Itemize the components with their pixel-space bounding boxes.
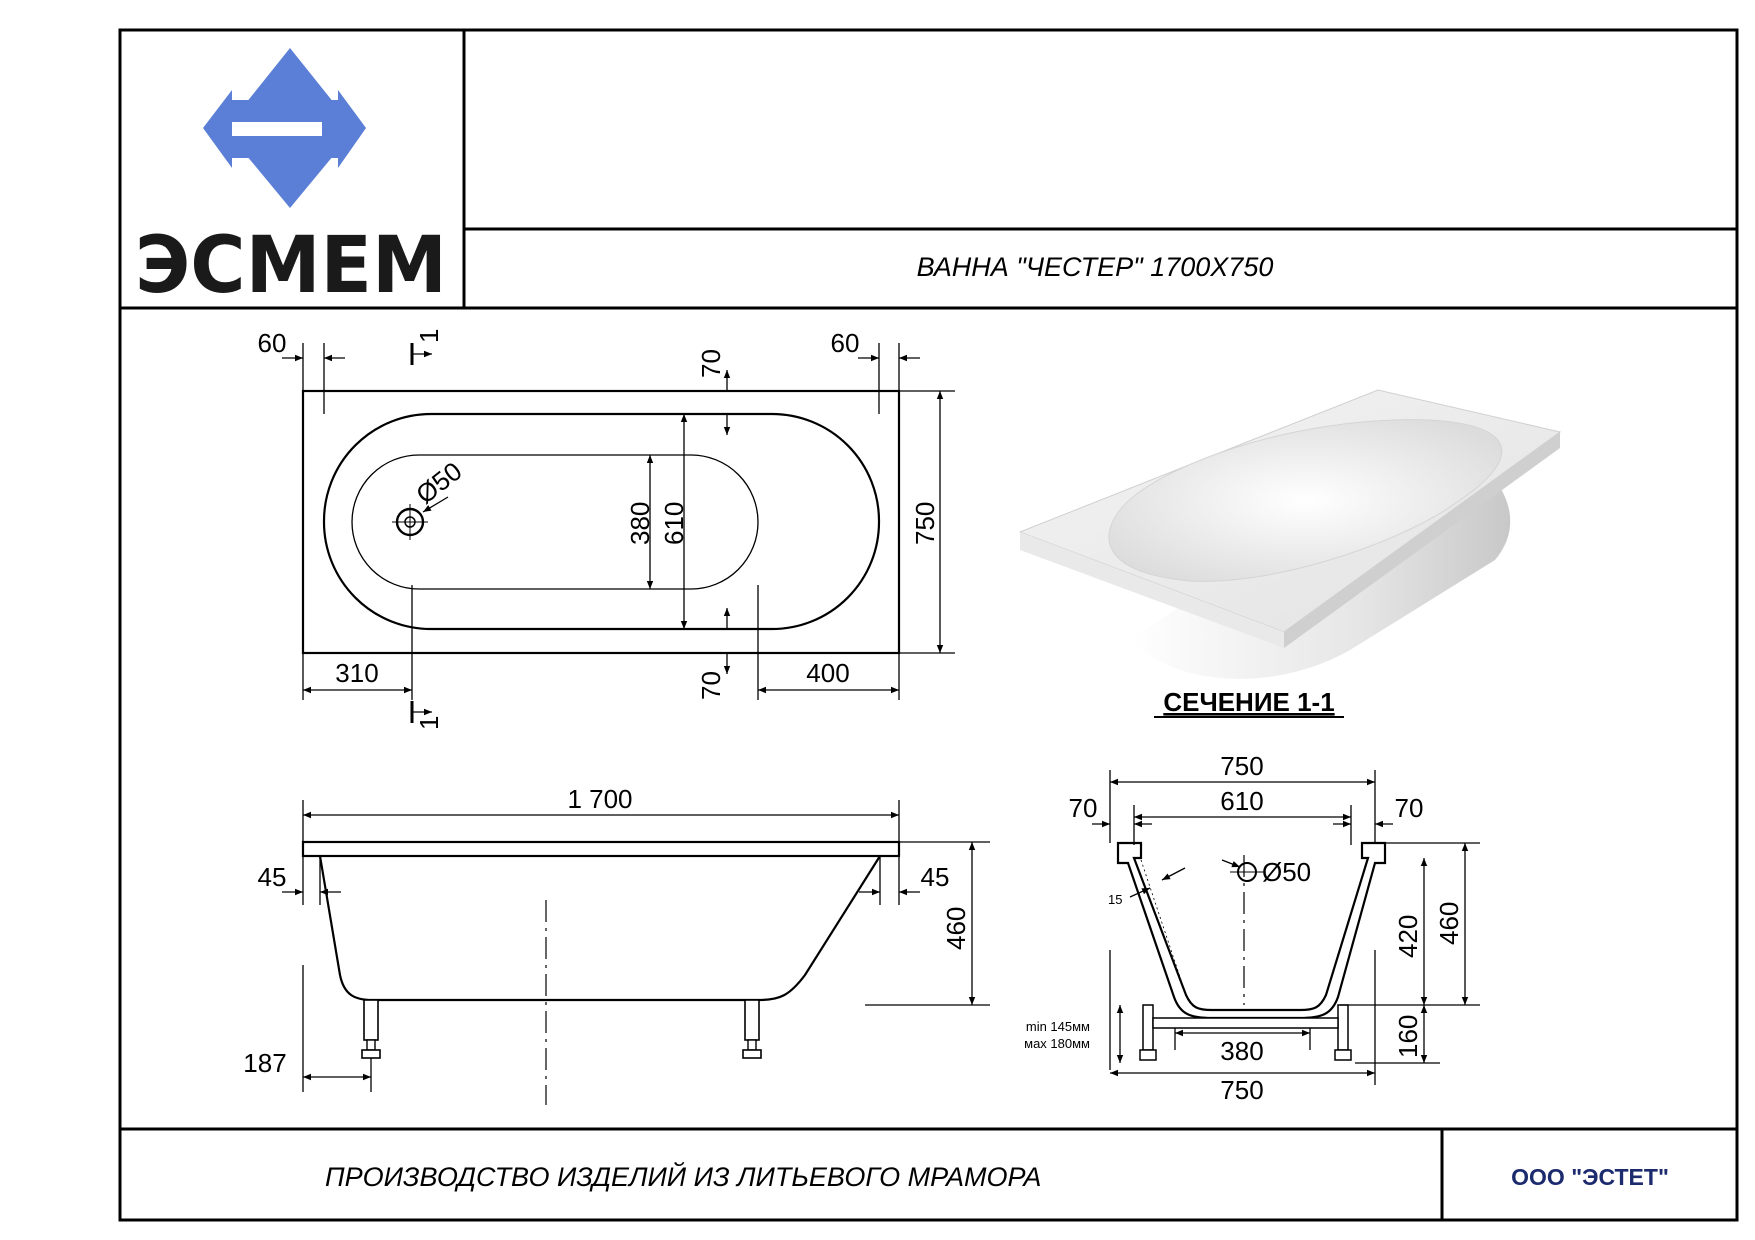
leg-min-label: min 145мм: [1026, 1019, 1090, 1034]
section-dim-left-70: 70: [1069, 793, 1098, 823]
dim-bottom-rim: 70: [696, 671, 726, 700]
dim-right-offset: 400: [806, 658, 849, 688]
section-dim-420: 420: [1393, 915, 1423, 958]
side-rim: [301, 840, 901, 858]
dim-total-width: 750: [910, 502, 940, 545]
dim-leg-offset: 187: [243, 1048, 286, 1078]
dim-right-45: 45: [921, 862, 950, 892]
dim-inner-width: 380: [625, 502, 655, 545]
side-leg-right: [742, 999, 762, 1059]
side-leg-left: [361, 999, 381, 1059]
footer-text: ПРОИЗВОДСТВО ИЗДЕЛИЙ ИЗ ЛИТЬЕВОГО МРАМОР…: [325, 1160, 1041, 1192]
svg-text:1: 1: [414, 716, 444, 730]
section-wall-thickness: 15: [1108, 892, 1122, 907]
plan-drain-label: Ø50: [410, 456, 467, 510]
section-dim-380: 380: [1220, 1036, 1263, 1066]
dim-side-height: 460: [941, 907, 971, 950]
leg-max-label: мах 180мм: [1024, 1036, 1090, 1051]
side-body: [318, 855, 881, 1002]
section-dim-bottom-750: 750: [1220, 1075, 1263, 1105]
section-dim-top-750: 750: [1220, 751, 1263, 781]
company-name: ООО "ЭСТЕТ": [1511, 1164, 1669, 1190]
dim-length: 1 700: [567, 784, 632, 814]
plan-view: Ø50 60 60 1 1 70 70: [258, 328, 955, 730]
side-view: 1 700 45 45 460 187: [243, 784, 990, 1105]
section-support-frame: [1139, 1004, 1352, 1061]
section-dim-right-70: 70: [1395, 793, 1424, 823]
dim-bowl-width: 610: [659, 502, 689, 545]
plan-bottom-outline: [351, 454, 759, 590]
dim-top-rim: 70: [696, 349, 726, 378]
plan-outline: [301, 389, 901, 655]
section-drain-label: Ø50: [1262, 857, 1311, 887]
dim-drain-offset: 310: [335, 658, 378, 688]
dim-left-rim: 60: [258, 328, 287, 358]
section-dim-160: 160: [1393, 1015, 1423, 1058]
section-view: СЕЧЕНИЕ 1-1 Ø50 15 750: [1024, 687, 1480, 1105]
section-dim-610: 610: [1220, 786, 1263, 816]
logo-emblem-icon: [203, 48, 366, 208]
svg-text:1: 1: [414, 329, 444, 343]
sheet-frame: [118, 28, 1739, 1222]
dim-left-45: 45: [258, 862, 287, 892]
company-logo: ЭСМЕМ: [135, 48, 447, 311]
section-heading: СЕЧЕНИЕ 1-1: [1163, 687, 1334, 717]
section-mark-top: 1: [410, 329, 444, 365]
section-dim-460: 460: [1434, 902, 1464, 945]
section-shell: [1116, 841, 1387, 1020]
section-drain-icon: [1221, 859, 1264, 882]
logo-text: ЭСМЕМ: [135, 221, 447, 311]
dim-right-rim: 60: [831, 328, 860, 358]
bathtub-render: [1018, 389, 1562, 679]
section-mark-bottom: 1: [410, 701, 444, 730]
product-title: ВАННА "ЧЕСТЕР" 1700Х750: [917, 252, 1274, 282]
plan-bowl-outline: [322, 412, 881, 631]
drain-icon: [392, 496, 449, 540]
